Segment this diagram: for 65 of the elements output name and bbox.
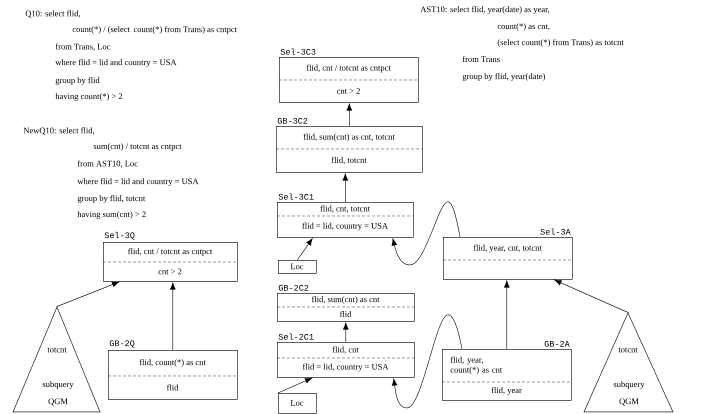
box-text: flid [340, 310, 352, 318]
query-text: sum(cnt) / totcnt as cntpct [94, 143, 182, 151]
operator-box [278, 48, 419, 103]
box-text: flid, cnt, totcnt [320, 205, 370, 213]
operator-label: GB-2A [544, 340, 570, 347]
box-text: flid, totcnt [332, 156, 367, 164]
query-text: AST10: select flid, year(date) as year, [420, 6, 550, 14]
box-text: flid, year, cnt, totcnt [473, 244, 542, 252]
query-text: from Trans, Loc [56, 43, 110, 51]
query-text: NewQ10: select flid, [24, 127, 94, 135]
box-text: flid, cnt / totcnt as cntpct [306, 64, 391, 72]
query-text: from AST10, Loc [78, 160, 138, 168]
table-box: Loc [278, 392, 317, 414]
arrow [392, 314, 462, 408]
operator-box [276, 284, 415, 322]
query-text: having count(*) > 2 [55, 93, 122, 101]
operator-label: Sel-3Q [104, 232, 135, 240]
query-text: group by flid [56, 77, 100, 85]
arrow [504, 280, 510, 350]
arrow [392, 202, 460, 266]
operator-label: GB-3C2 [278, 118, 308, 124]
operator-label: Sel-3A [540, 228, 571, 235]
operator-box [276, 118, 423, 173]
box-text: flid, cnt / totcnt as cntpct [128, 248, 212, 256]
table-box: Loc [278, 260, 317, 274]
arrow [343, 322, 349, 342]
query-text: where flid = lid and country = USA [77, 178, 198, 186]
box-text: flid, sum(cnt) as cnt, totcnt [303, 134, 395, 142]
query-text: count(*) from Trans) as cntpct [134, 26, 237, 34]
operator-label: GB-2Q [110, 340, 134, 348]
query-text: Q10: select flid, [26, 10, 80, 18]
box-text: flid, year [491, 387, 522, 395]
box-text: cnt > 2 [158, 268, 182, 274]
operator-label: Sel-2C1 [278, 333, 314, 340]
operator-label: GB-2C2 [278, 284, 308, 291]
box-text: flid = lid, country = USA [302, 364, 388, 372]
arrow [554, 280, 629, 313]
box-text: flid, cnt [332, 346, 359, 354]
box-text: flid, year, count(*) as cnt [450, 356, 502, 374]
query-text: where flid = lid and country = USA [55, 59, 176, 67]
arrow [342, 174, 348, 202]
box-text: flid, sum(cnt) as cnt [312, 296, 380, 304]
box-text: cnt > 2 [337, 88, 360, 94]
box-text: flid = lid, country = USA [302, 222, 388, 230]
query-text: group by flid, totcnt [78, 195, 146, 203]
query-text: (select count(*) from Trans) as totcnt [498, 39, 624, 47]
operator-box [442, 228, 573, 280]
arrow [346, 104, 352, 126]
operator-box [276, 193, 414, 238]
operator-label: Sel-3C1 [278, 193, 314, 200]
operator-box [108, 340, 238, 400]
query-text: count(*) / (select [72, 26, 130, 34]
operator-box [276, 333, 415, 378]
arrow [170, 282, 176, 350]
operator-label: Sel-3C3 [280, 48, 316, 55]
operator-box [102, 232, 238, 282]
arrow [297, 238, 313, 260]
box-text: flid [166, 384, 178, 391]
query-text: count(*) as cnt, [498, 23, 550, 31]
operator-box [442, 340, 572, 401]
arrow [56, 282, 120, 307]
query-text: group by flid, year(date) [462, 73, 546, 81]
query-text: having sum(cnt) > 2 [77, 211, 146, 219]
box-text: flid, count(*) as cnt [140, 359, 206, 367]
query-text: from Trans [462, 56, 500, 62]
